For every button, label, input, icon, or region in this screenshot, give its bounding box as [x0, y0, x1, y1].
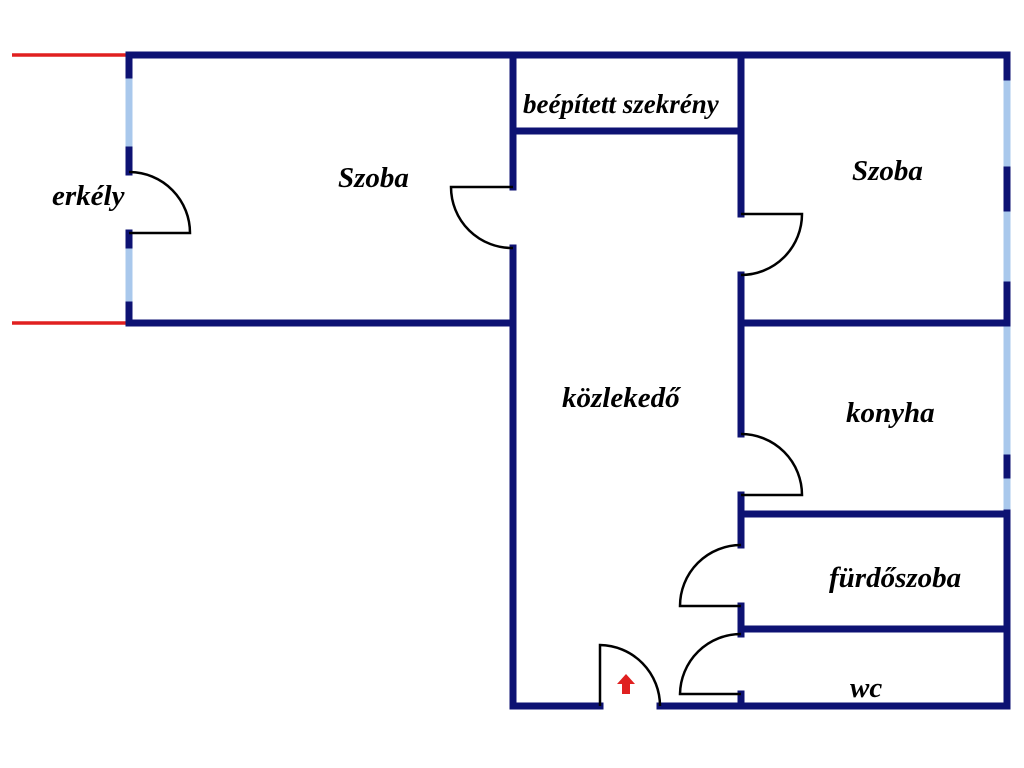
walls: [125, 51, 1011, 710]
label-room-left: Szoba: [338, 162, 409, 194]
label-hallway: közlekedő: [562, 382, 681, 414]
toilet-door[interactable]: [678, 632, 742, 696]
label-kitchen: konyha: [846, 397, 935, 429]
entrance-arrow-icon: [617, 674, 635, 694]
balcony-door[interactable]: [129, 170, 192, 235]
label-closet: beépített szekrény: [523, 89, 720, 119]
label-balcony: erkély: [52, 180, 125, 212]
label-toilet: wc: [850, 672, 882, 704]
bathroom-door[interactable]: [678, 543, 742, 608]
kitchen-door[interactable]: [740, 432, 804, 497]
entrance-door[interactable]: [598, 643, 662, 707]
label-room-right: Szoba: [852, 155, 923, 187]
label-bathroom: fürdőszoba: [829, 562, 961, 594]
right-room-door[interactable]: [740, 212, 804, 277]
windows: [125, 75, 1011, 513]
left-room-door[interactable]: [449, 185, 514, 250]
